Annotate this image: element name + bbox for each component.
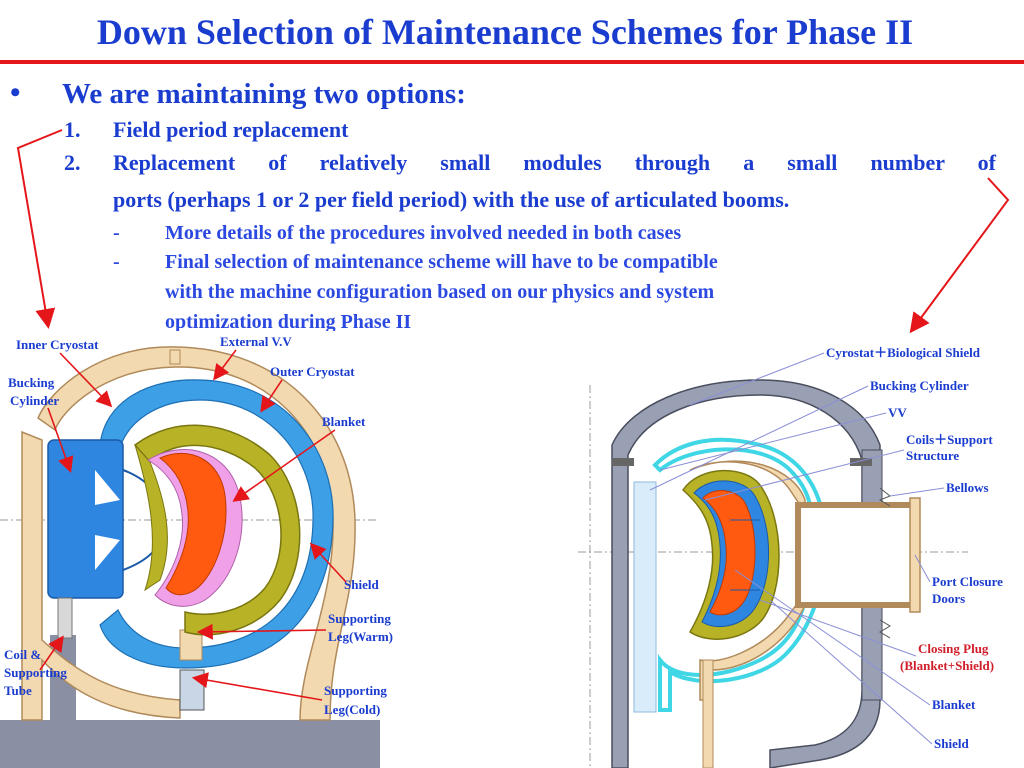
label-blanket-left: Blanket: [322, 414, 366, 429]
right-machine-diagram: [578, 379, 968, 768]
title-divider: [0, 60, 1024, 64]
label-cryostat-shield: Cyrostat＋Biological Shield: [826, 345, 981, 360]
subitem-2-line3: optimization during Phase II: [165, 311, 412, 331]
subitem-2-line1: Final selection of maintenance scheme wi…: [165, 251, 718, 273]
item-2-text-line2: ports (perhaps 1 or 2 per field period) …: [113, 187, 790, 212]
label-vv: VV: [888, 405, 907, 420]
label-external-vv: External V.V: [220, 334, 292, 349]
label-support-warm-line2: Leg(Warm): [328, 629, 393, 644]
label-coil-line2: Supporting: [4, 665, 67, 680]
item-1-number: 1.: [64, 117, 81, 142]
label-support-cold-line2: Leg(Cold): [324, 702, 380, 717]
label-inner-cryostat: Inner Cryostat: [16, 337, 99, 352]
intro-text: We are maintaining two options:: [62, 78, 466, 110]
left-base-slab: [0, 720, 380, 768]
label-support-warm-line1: Supporting: [328, 611, 391, 626]
label-bucking-line2: Cylinder: [10, 393, 59, 408]
item-1-text: Field period replacement: [113, 117, 349, 142]
label-port-line2: Doors: [932, 591, 965, 606]
label-port-line1: Port Closure: [932, 574, 1003, 589]
slide-title: Down Selection of Maintenance Schemes fo…: [96, 12, 914, 52]
subitem-1-text: More details of the procedures involved …: [165, 222, 682, 244]
label-coil-line3: Tube: [4, 683, 32, 698]
left-guide-arrow: [16, 129, 63, 329]
item-2-text-line1: Replacement of relatively small modules …: [113, 150, 996, 175]
label-shield-left: Shield: [344, 577, 379, 592]
right-guide-arrow: [909, 177, 1010, 334]
item-2-number: 2.: [64, 150, 81, 175]
subitem-2-dash: -: [113, 251, 120, 273]
label-outer-cryostat: Outer Cryostat: [270, 364, 355, 379]
label-coils-line1: Coils＋Support: [906, 432, 993, 447]
label-bucking-cylinder: Bucking Cylinder: [870, 378, 969, 393]
label-coil-line1: Coil &: [4, 647, 41, 662]
label-blanket-right: Blanket: [932, 697, 976, 712]
left-machine-diagram: [0, 346, 380, 768]
bullet-marker: •: [10, 76, 21, 109]
label-plug-line2: (Blanket+Shield): [900, 658, 994, 673]
subitem-1-dash: -: [113, 222, 120, 244]
bucking-cylinder-block: [47, 439, 124, 599]
label-plug-line1: Closing Plug: [918, 641, 989, 656]
label-bellows: Bellows: [946, 480, 989, 495]
label-shield-right: Shield: [934, 736, 969, 751]
label-coils-line2: Structure: [906, 448, 959, 463]
subitem-2-line2: with the machine configuration based on …: [165, 281, 715, 303]
label-support-cold-line1: Supporting: [324, 683, 387, 698]
label-bucking-line1: Bucking: [8, 375, 55, 390]
